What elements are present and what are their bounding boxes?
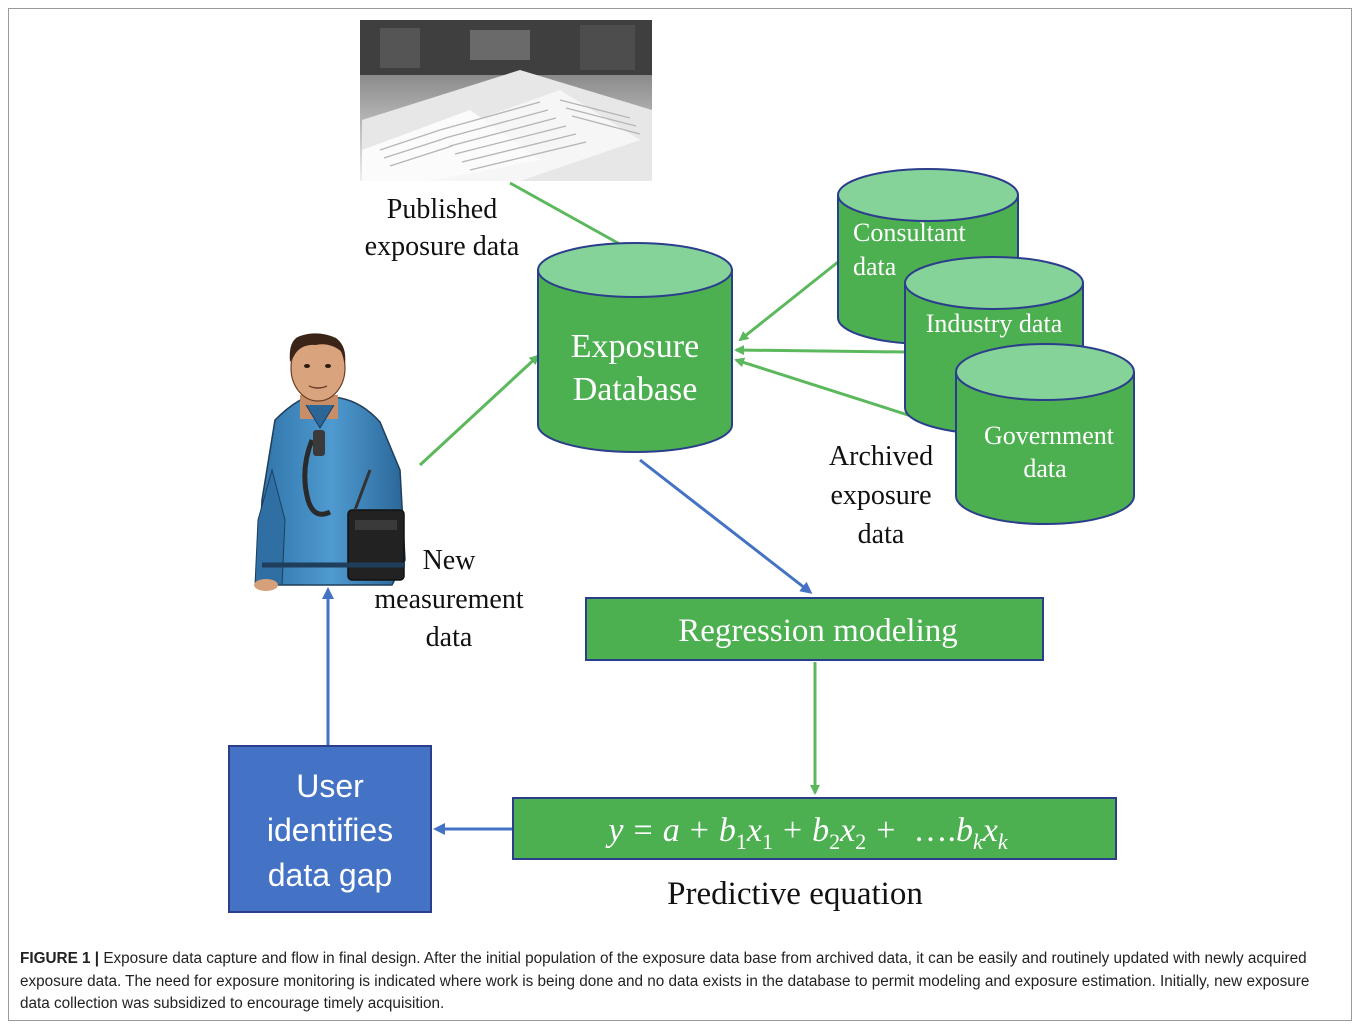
eq-equals: = [634, 812, 653, 849]
arrow-measurement-to-db [418, 354, 540, 467]
eq-x1-sub: 1 [762, 829, 773, 854]
arrow-db-to-regression [639, 458, 813, 594]
eq-bk-sub: k [973, 829, 984, 854]
exposure-db-label-line2: Database [573, 371, 698, 408]
exposure-db-label-line1: Exposure [571, 328, 699, 365]
eq-xk-sub: k [998, 829, 1009, 854]
user-gap-line3: data gap [268, 857, 393, 893]
government-data-cylinder: Government data [955, 343, 1135, 525]
industry-label: Industry data [926, 309, 1063, 338]
arrow-consultant-to-db [738, 260, 839, 342]
government-label-line2: data [1023, 454, 1067, 483]
eq-x2: x [839, 812, 855, 849]
figure-frame [8, 8, 1352, 1021]
eq-x2-sub: 2 [855, 829, 866, 854]
user-gap-line1: User [296, 768, 364, 804]
equation-text: y=a+b1x1+b2x2+….bkxk [605, 812, 1008, 854]
eq-a: a [663, 812, 680, 849]
eq-b2: b [812, 812, 829, 849]
consultant-label-line1: Consultant [853, 218, 966, 247]
caption-label: FIGURE 1 | [20, 950, 100, 967]
eq-b2-sub: 2 [829, 829, 840, 854]
published-label-line2: exposure data [365, 231, 520, 262]
archived-label-line3: data [858, 519, 905, 550]
regression-modeling-box: Regression modeling [585, 597, 1044, 661]
eq-dots: …. [913, 812, 956, 849]
archived-label-line1: Archived [829, 441, 933, 472]
user-identifies-gap-box: User identifies data gap [228, 745, 432, 913]
caption-text: Exposure data capture and flow in final … [20, 950, 1310, 1012]
predictive-equation-box: y=a+b1x1+b2x2+….bkxk [512, 797, 1117, 860]
arrow-published-to-db [509, 181, 636, 254]
new-measure-label-line3: data [426, 622, 473, 653]
figure-caption: FIGURE 1 | Exposure data capture and flo… [20, 948, 1340, 1016]
archived-label-line2: exposure [830, 480, 931, 511]
eq-y: y [605, 812, 624, 849]
regression-label: Regression modeling [678, 613, 958, 649]
arrow-industry-to-db [734, 345, 906, 356]
eq-x1: x [746, 812, 762, 849]
eq-b1-sub: 1 [736, 829, 747, 854]
eq-xk: x [982, 812, 998, 849]
published-label-line1: Published [387, 194, 497, 225]
new-measure-label-line1: New [423, 545, 477, 576]
eq-b1: b [719, 812, 736, 849]
eq-plus-1: + [690, 812, 709, 849]
arrows [322, 181, 956, 835]
government-label-line1: Government [984, 421, 1115, 450]
eq-plus-3: + [876, 812, 895, 849]
eq-bk: b [956, 812, 973, 849]
eq-plus-2: + [783, 812, 802, 849]
predictive-label: Predictive equation [667, 876, 923, 912]
new-measure-label-line2: measurement [374, 584, 523, 615]
published-papers-image [360, 20, 652, 181]
exposure-database-cylinder: Exposure Database [537, 242, 733, 453]
flow-diagram: Published exposure data Exposure Databas… [228, 20, 1135, 913]
worker-illustration [254, 333, 406, 591]
consultant-label-line2: data [853, 252, 897, 281]
user-gap-line2: identifies [267, 812, 393, 848]
